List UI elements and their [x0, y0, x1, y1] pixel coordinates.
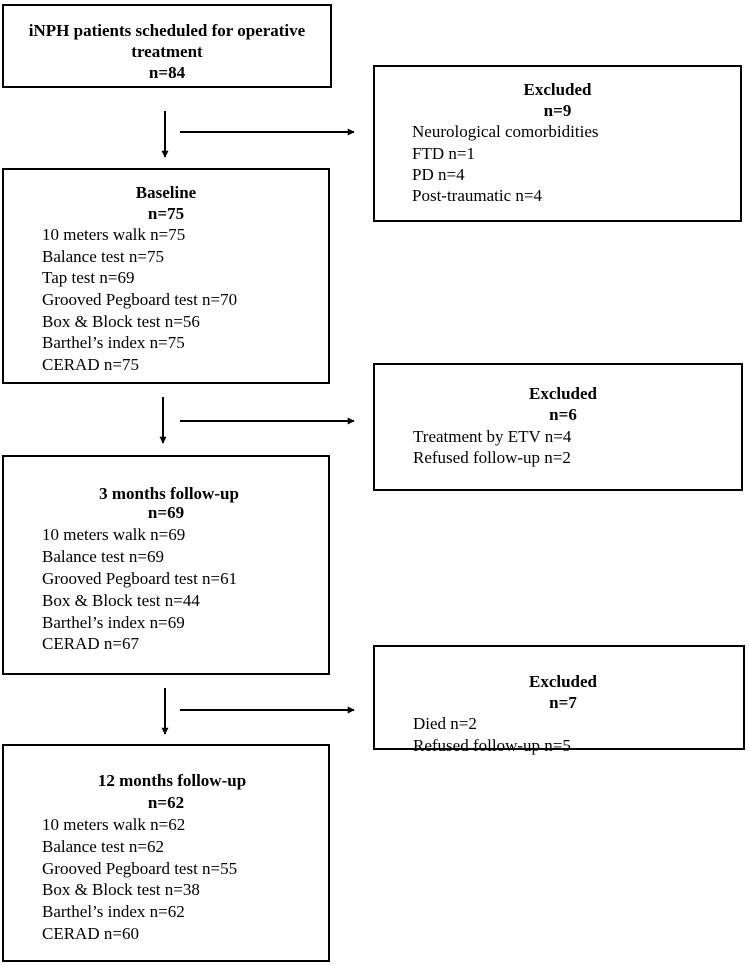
excluded-2-count: n=6 — [549, 405, 577, 424]
start-title-line1: iNPH patients scheduled for operative — [28, 21, 306, 40]
followup-12-title: 12 months follow-up — [97, 771, 247, 790]
followup-12-item: CERAD n=60 — [42, 924, 139, 943]
baseline-item: CERAD n=75 — [42, 355, 139, 374]
excluded-2-item: Treatment by ETV n=4 — [413, 427, 572, 446]
followup-12-item: Grooved Pegboard test n=55 — [42, 859, 238, 878]
followup-3-item: Barthel’s index n=69 — [42, 613, 185, 632]
followup-12-item: Balance test n=62 — [42, 837, 164, 856]
followup-3-box: 3 months follow-up n=69 10 meters walk n… — [2, 455, 330, 675]
excluded-3-count: n=7 — [549, 693, 577, 712]
excluded-box-1: Excluded n=9 Neurological comorbidities … — [373, 65, 742, 222]
baseline-count: n=75 — [147, 204, 185, 223]
start-title-line2: treatment — [131, 42, 203, 61]
baseline-item: Balance test n=75 — [42, 247, 164, 266]
baseline-item: Tap test n=69 — [42, 268, 135, 287]
excluded-2-item: Refused follow-up n=2 — [413, 448, 571, 467]
excluded-3-item: Died n=2 — [413, 714, 477, 733]
followup-3-item: CERAD n=67 — [42, 634, 139, 653]
excluded-1-item: Neurological comorbidities — [412, 122, 599, 141]
baseline-box: Baseline n=75 10 meters walk n=75 Balanc… — [2, 168, 330, 384]
followup-3-item: Grooved Pegboard test n=61 — [42, 569, 238, 588]
baseline-item: Grooved Pegboard test n=70 — [42, 290, 238, 309]
followup-3-title: 3 months follow-up — [99, 484, 239, 503]
excluded-box-2: Excluded n=6 Treatment by ETV n=4 Refuse… — [373, 363, 743, 491]
followup-12-item: Barthel’s index n=62 — [42, 902, 185, 921]
baseline-title: Baseline — [135, 183, 197, 202]
baseline-item: Barthel’s index n=75 — [42, 333, 185, 352]
followup-3-item: 10 meters walk n=69 — [42, 525, 186, 544]
excluded-2-title: Excluded — [528, 384, 598, 403]
excluded-3-title: Excluded — [528, 672, 598, 691]
start-count: n=84 — [148, 63, 186, 82]
excluded-1-count: n=9 — [543, 101, 572, 120]
excluded-1-item: PD n=4 — [412, 165, 465, 184]
start-box: iNPH patients scheduled for operative tr… — [2, 4, 332, 88]
excluded-1-item: Post-traumatic n=4 — [412, 186, 542, 205]
followup-12-item: Box & Block test n=38 — [42, 880, 200, 899]
followup-3-count: n=69 — [147, 503, 185, 522]
followup-3-item: Balance test n=69 — [42, 547, 164, 566]
followup-12-item: 10 meters walk n=62 — [42, 815, 186, 834]
baseline-item: 10 meters walk n=75 — [42, 225, 186, 244]
baseline-item: Box & Block test n=56 — [42, 312, 200, 331]
excluded-1-title: Excluded — [523, 80, 592, 99]
excluded-box-3: Excluded n=7 Died n=2 Refused follow-up … — [373, 645, 745, 755]
excluded-1-item: FTD n=1 — [412, 144, 475, 163]
excluded-3-item: Refused follow-up n=5 — [413, 736, 571, 755]
followup-12-box: 12 months follow-up n=62 10 meters walk … — [2, 744, 330, 962]
followup-12-count: n=62 — [147, 793, 185, 812]
followup-3-item: Box & Block test n=44 — [42, 591, 200, 610]
